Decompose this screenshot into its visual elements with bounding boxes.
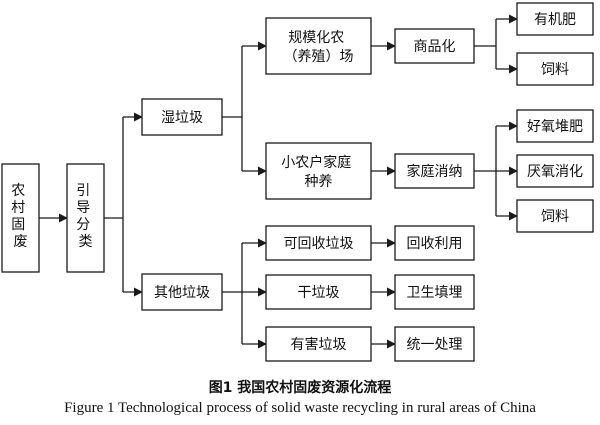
node-dry: 干垃圾 <box>265 274 372 310</box>
node-household: 家庭消纳 <box>394 153 475 189</box>
node-other-label: 其他垃圾 <box>154 285 210 301</box>
node-feed2-label: 饲料 <box>541 209 569 225</box>
node-other: 其他垃圾 <box>141 273 223 311</box>
figure-caption-en: Figure 1 Technological process of solid … <box>64 400 536 416</box>
node-unified: 统一处理 <box>394 326 475 362</box>
node-commodity: 商品化 <box>394 28 475 64</box>
node-organic-label: 有机肥 <box>534 12 576 28</box>
node-classify-label: 引 导 分 类 <box>76 183 94 250</box>
node-source-label: 农 村 固 废 <box>11 183 29 250</box>
node-anaerobic: 厌氧消化 <box>516 154 594 188</box>
node-anaerobic-label: 厌氧消化 <box>527 164 583 180</box>
node-aerobic: 好氧堆肥 <box>516 109 594 143</box>
node-feed2: 饲料 <box>516 199 594 233</box>
node-wet: 湿垃圾 <box>141 98 223 136</box>
node-reuse-label: 回收利用 <box>407 236 463 252</box>
node-home: 小农户家庭 种养 <box>265 142 372 200</box>
node-hazardous: 有害垃圾 <box>265 326 372 362</box>
node-farm: 规模化农 （养殖）场 <box>265 17 372 75</box>
node-farm-label: 规模化农 （养殖）场 <box>284 30 354 65</box>
node-household-label: 家庭消纳 <box>407 163 463 180</box>
node-reuse: 回收利用 <box>394 225 475 261</box>
node-feed1: 饲料 <box>516 52 594 86</box>
node-landfill: 卫生填埋 <box>394 274 475 310</box>
node-feed1-label: 饲料 <box>541 62 569 78</box>
node-recyclable-label: 可回收垃圾 <box>284 236 354 252</box>
node-aerobic-label: 好氧堆肥 <box>527 119 583 135</box>
node-source: 农 村 固 废 <box>1 163 40 273</box>
node-organic: 有机肥 <box>516 2 594 36</box>
node-home-label: 小农户家庭 种养 <box>281 154 355 190</box>
node-commodity-label: 商品化 <box>414 39 456 55</box>
connectors <box>39 14 518 349</box>
node-unified-label: 统一处理 <box>407 337 463 353</box>
figure-caption-cn: 图1 我国农村固废资源化流程 <box>208 380 392 396</box>
node-recyclable: 可回收垃圾 <box>265 225 372 261</box>
node-wet-label: 湿垃圾 <box>161 110 203 126</box>
node-hazardous-label: 有害垃圾 <box>291 337 347 353</box>
node-landfill-label: 卫生填埋 <box>407 285 463 301</box>
node-dry-label: 干垃圾 <box>298 285 340 301</box>
node-classify: 引 导 分 类 <box>66 163 105 273</box>
